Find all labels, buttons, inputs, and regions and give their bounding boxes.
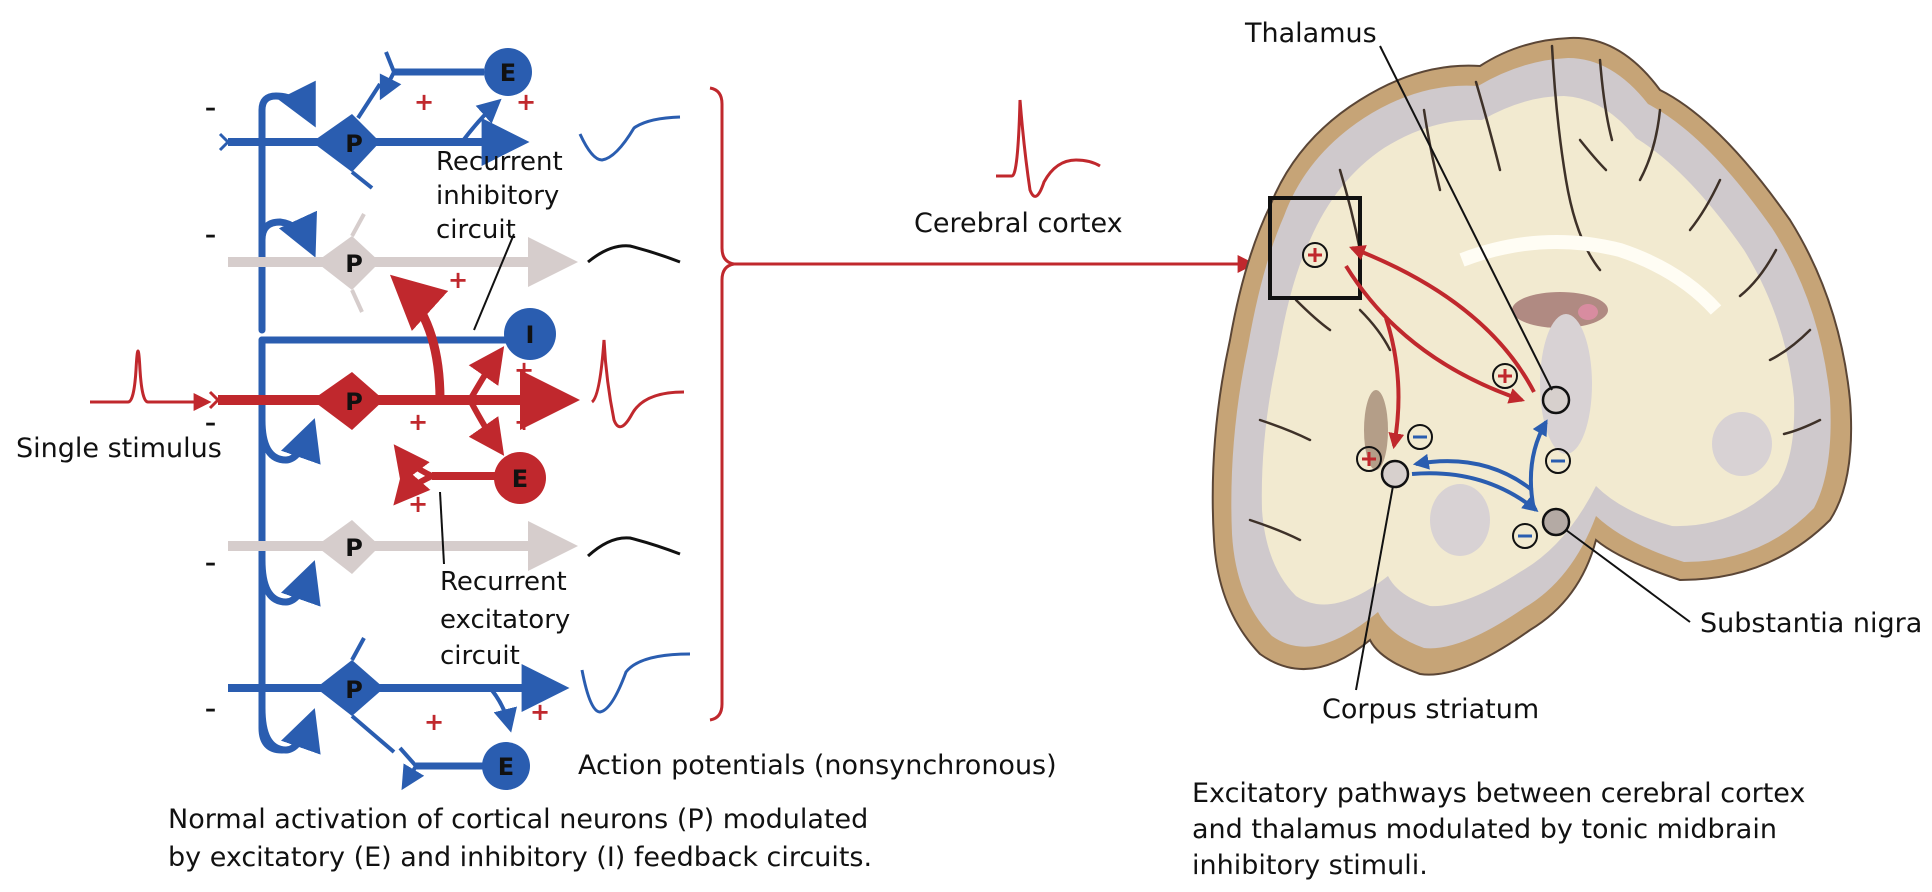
deep-nucleus <box>1578 304 1598 320</box>
inhibitory-circuit-pointer <box>473 233 515 331</box>
thalamus-node <box>1541 385 1571 415</box>
plus-sign: + <box>514 356 534 384</box>
neuron-p-row3: P E + + + + + <box>208 266 580 518</box>
right-caption-line3: inhibitory stimuli. <box>1192 850 1428 881</box>
stimulus-spike <box>90 349 212 411</box>
cortex-label: Cerebral cortex <box>914 208 1123 239</box>
cell-letter-e: E <box>498 753 514 781</box>
plus-sign: + <box>424 708 444 736</box>
neuron-p-row1: P E + + <box>218 48 536 190</box>
action-potential-traces <box>578 115 691 714</box>
corpus-callosum <box>1459 235 1722 315</box>
putamen-region <box>1364 390 1388 470</box>
recurrent-excitatory-label-line2: excitatory <box>440 605 570 635</box>
inhibitory-pathways <box>1411 419 1548 513</box>
minus-sign: – <box>205 551 216 576</box>
trace-hyperpolarized <box>580 652 691 714</box>
cell-letter-e: E <box>500 59 516 87</box>
excitatory-pathways <box>1344 245 1536 450</box>
trace-spike <box>590 339 685 429</box>
brain-coronal-section <box>1211 36 1853 691</box>
plus-badge-striatum <box>1356 446 1382 472</box>
cortical-circuit-diagram: – – – – – P E + + P <box>16 48 1057 873</box>
plus-sign: + <box>448 266 468 294</box>
plus-badge-thalamus <box>1492 363 1518 389</box>
cell-letter-e: E <box>512 465 528 493</box>
corpus-striatum-label: Corpus striatum <box>1322 694 1539 725</box>
thalamus-pointer <box>1379 45 1553 391</box>
thalamus-label: Thalamus <box>1244 18 1377 49</box>
substantia-nigra-node <box>1541 507 1571 537</box>
recurrent-inhibitory-label-line2: inhibitory <box>436 181 559 211</box>
neuron-p-row2: P <box>228 213 578 313</box>
plus-sign: + <box>514 408 534 436</box>
minus-sign: – <box>205 96 216 121</box>
output-bracket <box>709 86 735 722</box>
temporal-lobe-region <box>1712 412 1772 476</box>
cell-letter-p: P <box>345 534 363 562</box>
plus-sign: + <box>530 698 550 726</box>
neuron-p-row5: P E + + <box>228 637 570 790</box>
plus-sign: + <box>408 408 428 436</box>
cortex-spike-trace <box>996 99 1101 198</box>
neuron-p-row4: P <box>228 520 578 574</box>
recurrent-excitatory-label-line3: circuit <box>440 641 520 671</box>
plus-sign: + <box>516 88 536 116</box>
cell-letter-p: P <box>345 676 363 704</box>
thalamus-region <box>1540 314 1592 454</box>
minus-badge-nigra <box>1512 523 1538 549</box>
substantia-nigra-label: Substantia nigra <box>1700 608 1922 639</box>
hippocampus-region <box>1430 484 1490 556</box>
minus-sign: – <box>205 697 216 722</box>
cell-letter-p: P <box>345 250 363 278</box>
left-caption-line2: by excitatory (E) and inhibitory (I) fee… <box>168 842 872 873</box>
recurrent-excitatory-label-line1: Recurrent <box>440 567 567 597</box>
plus-badge-cortex <box>1302 242 1328 268</box>
trace-hyperpolarized <box>578 115 681 162</box>
minus-badge-striatum <box>1407 424 1433 450</box>
recurrent-inhibitory-label-line1: Recurrent <box>436 147 563 177</box>
plus-sign: + <box>414 88 434 116</box>
recurrent-inhibitory-label-line3: circuit <box>436 215 516 245</box>
left-caption-line1: Normal activation of cortical neurons (P… <box>168 804 868 835</box>
cell-letter-p: P <box>345 130 363 158</box>
right-caption-line2: and thalamus modulated by tonic midbrain <box>1192 814 1777 845</box>
corpus-striatum-node <box>1380 459 1410 489</box>
trace-flat <box>587 244 681 264</box>
substantia-nigra-pointer <box>1565 529 1691 623</box>
minus-sign: – <box>205 411 216 436</box>
minus-sign: – <box>205 223 216 248</box>
minus-badge-thalamus <box>1545 448 1571 474</box>
corpus-striatum-pointer <box>1355 485 1394 691</box>
right-caption-line1: Excitatory pathways between cerebral cor… <box>1192 778 1805 809</box>
cell-letter-i: I <box>526 321 535 349</box>
action-potentials-label: Action potentials (nonsynchronous) <box>578 750 1057 781</box>
inhibitory-signs: – – – – – <box>205 96 216 722</box>
cell-letter-p: P <box>345 388 363 416</box>
pathway-signs <box>1302 242 1571 549</box>
excitatory-circuit-pointer <box>439 491 445 565</box>
plus-sign: + <box>408 490 428 518</box>
trace-flat <box>586 536 681 558</box>
stimulus-label: Single stimulus <box>16 433 222 464</box>
neuron-i: I <box>504 308 556 360</box>
